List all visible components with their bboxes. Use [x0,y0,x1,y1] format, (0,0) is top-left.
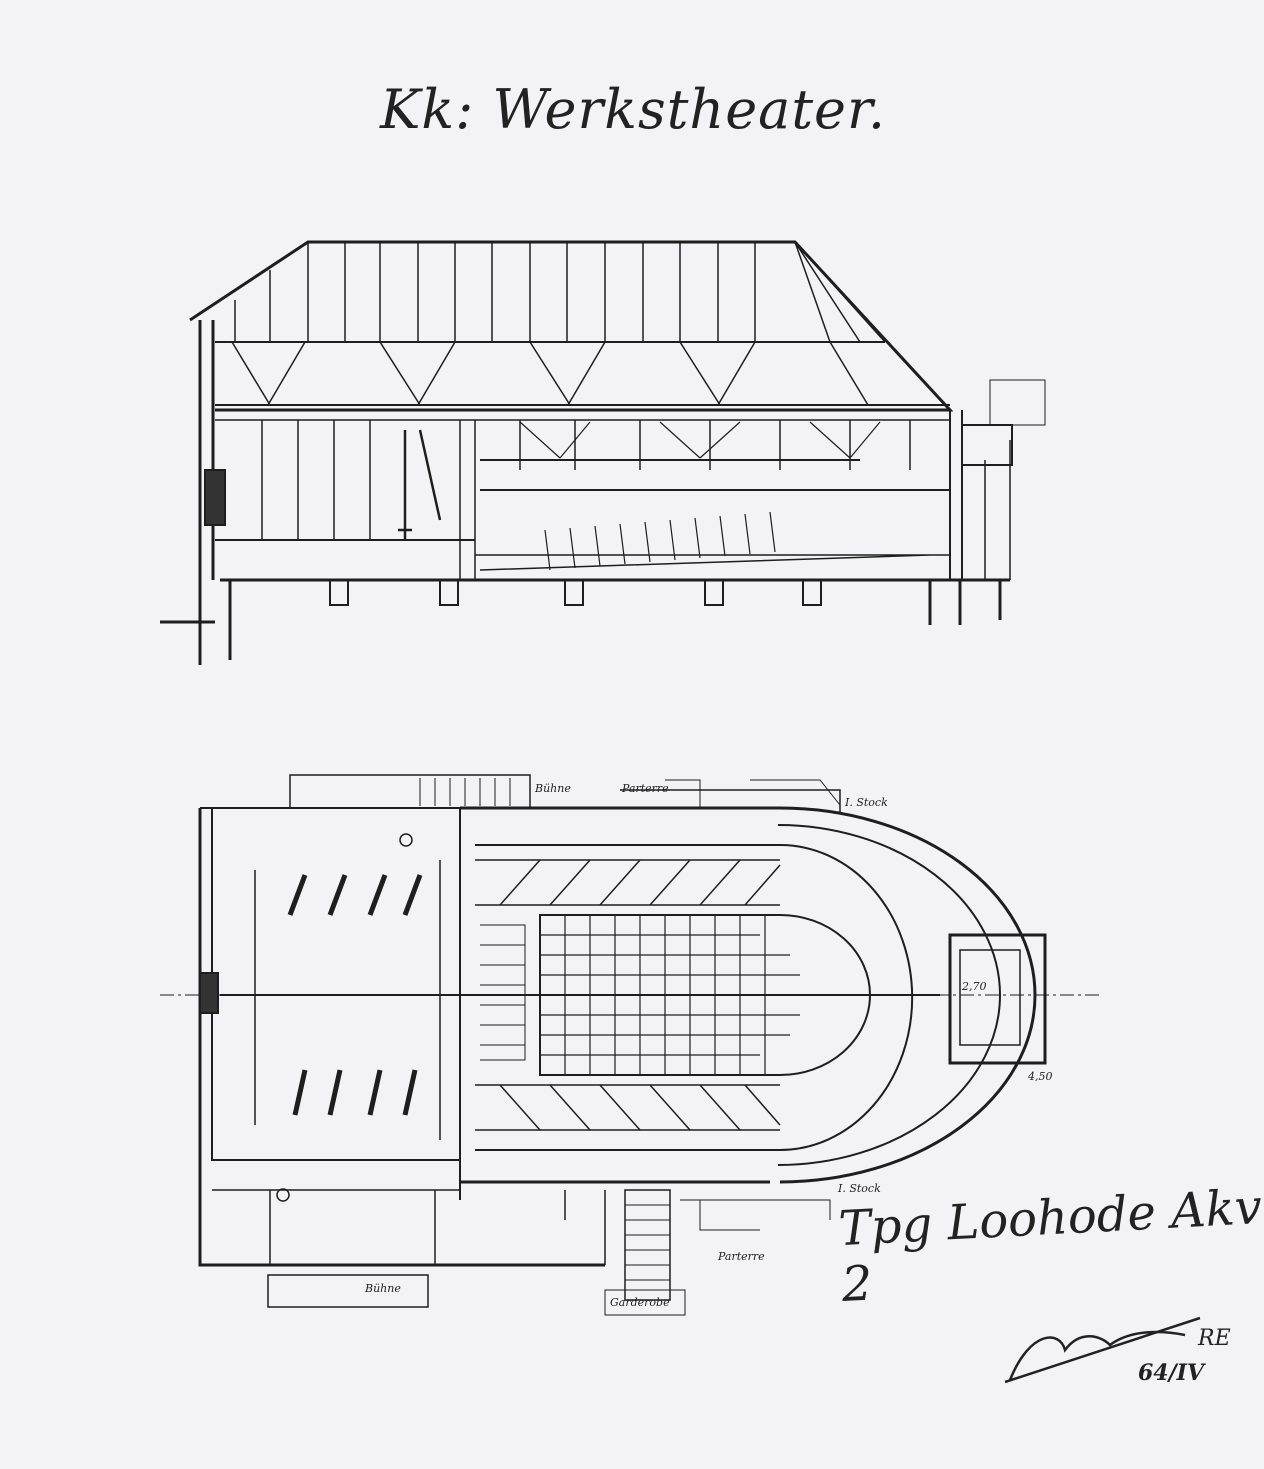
label-parterre-top: Parterre [621,782,669,795]
label-dimension-a: 2,70 [961,980,987,993]
floor-plan [160,774,1100,1316]
label-loge-1: I. Stock [844,796,888,809]
label-loge-2: I. Stock [837,1182,881,1195]
signature-initials: RE [1197,1326,1231,1351]
label-dimension-b: 4,50 [1027,1070,1053,1083]
label-buhne-bottom: Bühne [364,1282,401,1295]
reference-note: Tpg Loohode Akv 2 [837,1179,1264,1314]
label-garderobe: Garderobe [610,1296,670,1309]
plan-labels: Bühne Parterre I. Stock I. Stock Parterr… [364,782,1053,1309]
archive-number: 64/IV [1138,1360,1205,1386]
section-elevation [160,240,1046,665]
drawing-title: Kk: Werkstheater. [380,78,887,141]
signature-mark [1004,1316,1201,1384]
label-parterre-bottom: Parterre [717,1250,765,1263]
label-buhne: Bühne [534,782,571,795]
